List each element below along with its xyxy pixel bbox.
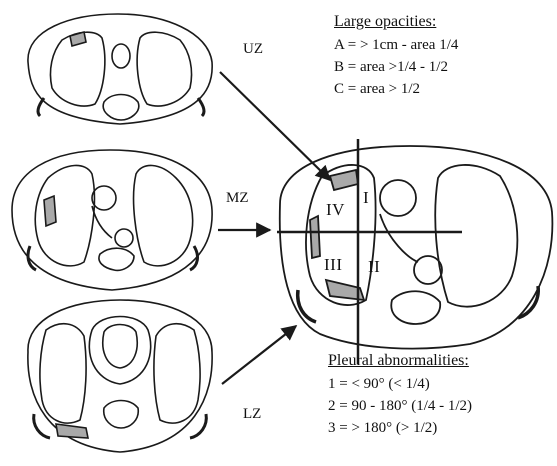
upper-rib-right (198, 98, 204, 116)
quadrant-label-iii: III (324, 257, 342, 272)
pleural-abnormalities-heading: Pleural abnormalities: (328, 353, 469, 368)
lower-left-opacity (56, 424, 88, 438)
zone-label-middle: MZ (226, 191, 249, 206)
lower-body-outline (28, 300, 212, 452)
main-body-outline (280, 146, 553, 349)
middle-zone-section (12, 150, 212, 290)
lower-heart-inner (103, 325, 137, 369)
upper-zone-section (28, 14, 212, 124)
arrow-upper-zone (220, 72, 330, 180)
zone-label-lower: LZ (243, 407, 261, 422)
lower-right-lung (154, 324, 200, 423)
main-section (277, 139, 552, 364)
quadrant-label-ii: II (368, 259, 380, 274)
large-opacities-heading: Large opacities: (334, 14, 436, 29)
main-descending-aorta (414, 256, 442, 284)
main-vertebra (391, 291, 440, 324)
middle-vertebra (99, 248, 134, 270)
quadrant-label-i: I (363, 190, 369, 205)
large-opacities-line-c: C = area > 1/2 (334, 82, 420, 97)
main-aorta-arch (380, 180, 416, 216)
upper-rib-left (38, 98, 44, 116)
main-opacity-side (310, 216, 320, 258)
upper-body-outline (28, 14, 212, 124)
middle-left-opacity (44, 196, 56, 226)
zone-label-upper: UZ (243, 42, 263, 57)
middle-left-lung (35, 165, 94, 265)
large-opacities-line-b: B = area >1/4 - 1/2 (334, 60, 448, 75)
lower-vertebra (104, 401, 139, 429)
arrow-lower-zone (222, 326, 296, 384)
lower-rib-right (190, 414, 206, 438)
middle-rib-left (28, 246, 36, 270)
pleural-line-2: 2 = 90 - 180° (1/4 - 1/2) (328, 399, 472, 414)
upper-vertebra (103, 95, 139, 121)
main-opacity-upper (330, 170, 358, 190)
pleural-line-1: 1 = < 90° (< 1/4) (328, 377, 430, 392)
lower-left-lung (40, 324, 86, 423)
large-opacities-line-a: A = > 1cm - area 1/4 (334, 38, 458, 53)
pleural-line-3: 3 = > 180° (> 1/2) (328, 421, 437, 436)
main-mediastinum (380, 214, 418, 262)
middle-mediastinum (92, 206, 112, 238)
lower-zone-section (28, 300, 212, 452)
middle-aorta (115, 229, 133, 247)
upper-right-lung (137, 32, 191, 106)
quadrant-label-iv: IV (326, 202, 345, 217)
main-right-lung (435, 165, 517, 307)
lower-heart (89, 317, 150, 385)
middle-rib-right (190, 246, 197, 270)
lower-rib-left (34, 414, 50, 438)
middle-right-lung (134, 165, 193, 265)
middle-heart-circle (92, 186, 116, 210)
upper-trachea (112, 44, 130, 68)
